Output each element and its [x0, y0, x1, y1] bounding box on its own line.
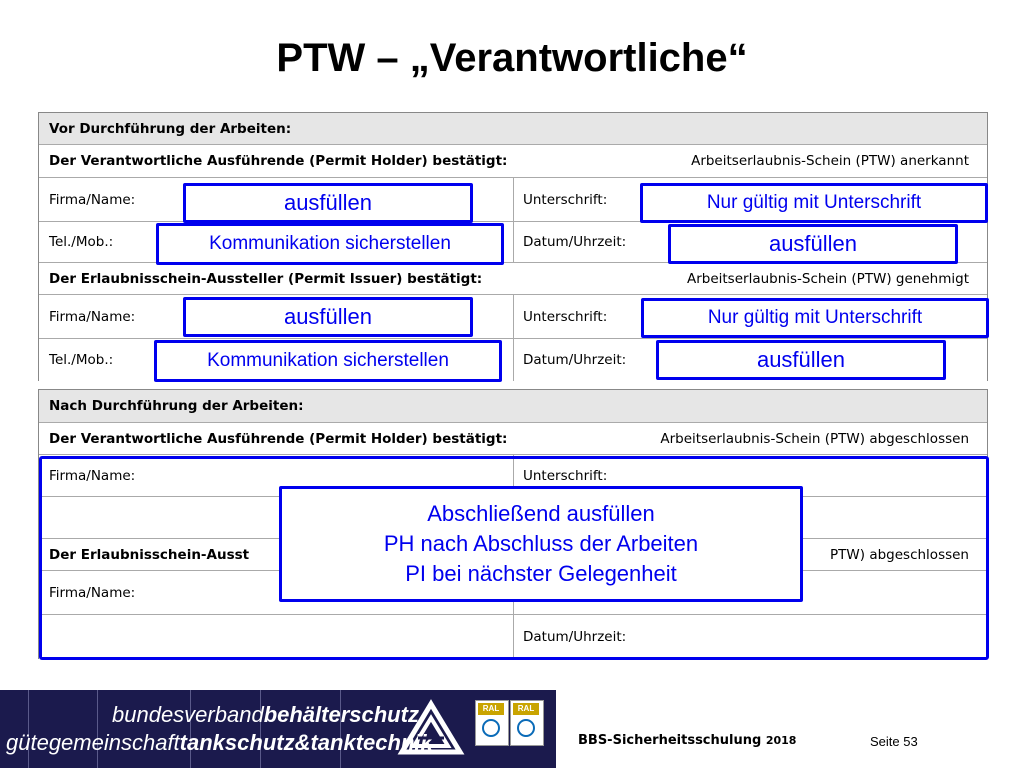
- footer-community-name: gütegemeinschafttankschutz&tanktechnik: [6, 730, 433, 755]
- footer-association-name: bundesverbandbehälterschutz: [112, 702, 419, 727]
- callout-closing: Abschließend ausfüllen PH nach Abschluss…: [279, 486, 803, 602]
- unterschrift-label: Unterschrift:: [523, 308, 608, 325]
- callout-signature-issuer: Nur gültig mit Unterschrift: [641, 298, 989, 338]
- after-holder-confirms-text: Der Verantwortliche Ausführende (Permit …: [49, 430, 508, 447]
- after-issuer-status-text: PTW) abgeschlossen: [830, 546, 969, 563]
- holder-status-text: Arbeitserlaubnis-Schein (PTW) anerkannt: [691, 153, 969, 169]
- footer-banner: bundesverbandbehälterschutz gütegemeinsc…: [0, 690, 556, 768]
- section-header-after: Nach Durchführung der Arbeiten:: [39, 390, 987, 422]
- datum-label: Datum/Uhrzeit:: [523, 629, 627, 645]
- footer-brand: BBS-Sicherheitsschulung 2018: [578, 733, 797, 748]
- section-header-before: Vor Durchführung der Arbeiten:: [39, 113, 987, 144]
- callout-fill-issuer-name: ausfüllen: [183, 297, 473, 337]
- closing-highlight-frame: [39, 456, 989, 660]
- firma-label: Firma/Name:: [49, 584, 136, 601]
- after-holder-confirms-row: Der Verantwortliche Ausführende (Permit …: [39, 422, 987, 454]
- footer-divider: [190, 690, 191, 768]
- callout-communication-issuer: Kommunikation sicherstellen: [154, 340, 502, 382]
- issuer-status-text: Arbeitserlaubnis-Schein (PTW) genehmigt: [686, 270, 969, 287]
- unterschrift-label: Unterschrift:: [523, 191, 608, 208]
- closing-line-2: PH nach Abschluss der Arbeiten: [383, 531, 699, 556]
- ral-seal-icon: RAL: [475, 700, 509, 746]
- footer-divider: [260, 690, 261, 768]
- callout-fill-holder-date: ausfüllen: [668, 224, 958, 264]
- after-holder-status-text: Arbeitserlaubnis-Schein (PTW) abgeschlos…: [660, 430, 969, 447]
- after-issuer-confirms-text: Der Erlaubnisschein-Ausst: [49, 546, 250, 563]
- footer-divider: [28, 690, 29, 768]
- tel-label: Tel./Mob.:: [49, 234, 114, 250]
- holder-confirms-row: Der Verantwortliche Ausführende (Permit …: [39, 144, 987, 177]
- ral-seal-icon: RAL: [510, 700, 544, 746]
- tel-label: Tel./Mob.:: [49, 352, 114, 368]
- datum-label: Datum/Uhrzeit:: [523, 234, 627, 250]
- callout-fill-issuer-date: ausfüllen: [656, 340, 946, 380]
- firma-label: Firma/Name:: [49, 467, 136, 484]
- issuer-confirms-row: Der Erlaubnisschein-Aussteller (Permit I…: [39, 262, 987, 294]
- callout-fill-holder-name: ausfüllen: [183, 183, 473, 223]
- issuer-confirms-text: Der Erlaubnisschein-Aussteller (Permit I…: [49, 270, 483, 287]
- triangle-logo-icon: [397, 699, 465, 755]
- page-title: PTW – „Verantwortliche“: [276, 36, 748, 80]
- section-header-before-text: Vor Durchführung der Arbeiten:: [49, 120, 292, 137]
- footer-divider: [97, 690, 98, 768]
- callout-communication-holder: Kommunikation sicherstellen: [156, 223, 504, 265]
- firma-label: Firma/Name:: [49, 308, 136, 325]
- holder-confirms-text: Der Verantwortliche Ausführende (Permit …: [49, 153, 508, 169]
- closing-line-3: PI bei nächster Gelegenheit: [405, 561, 677, 586]
- callout-signature-holder: Nur gültig mit Unterschrift: [640, 183, 988, 223]
- unterschrift-label: Unterschrift:: [523, 467, 608, 484]
- datum-label: Datum/Uhrzeit:: [523, 352, 627, 368]
- after-issuer-date-row: Datum/Uhrzeit:: [39, 614, 987, 659]
- section-header-after-text: Nach Durchführung der Arbeiten:: [49, 398, 304, 414]
- closing-line-1: Abschließend ausfüllen: [427, 501, 655, 526]
- page-number: Seite 53: [870, 734, 918, 749]
- footer-divider: [340, 690, 341, 768]
- firma-label: Firma/Name:: [49, 191, 136, 208]
